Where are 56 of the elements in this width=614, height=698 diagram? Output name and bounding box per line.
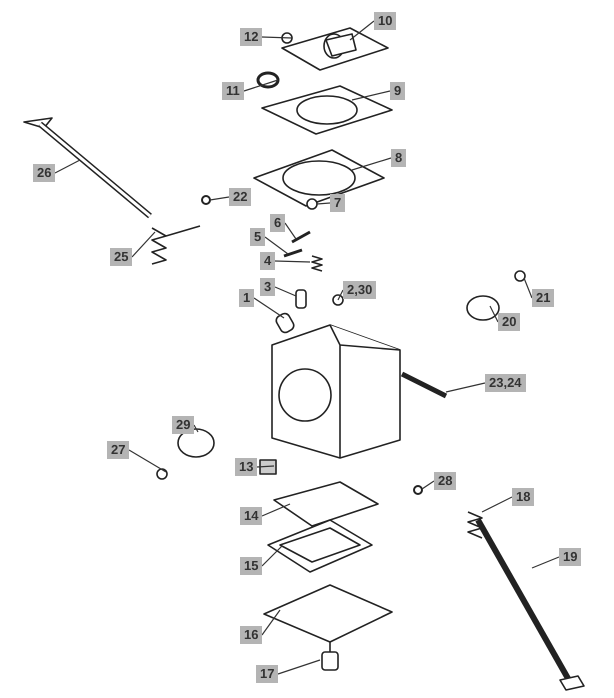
leader-line [210, 196, 230, 201]
leader-line [193, 424, 199, 432]
leader-line [482, 496, 512, 513]
callout-number: 16 [240, 626, 262, 644]
callout-number: 23,24 [485, 374, 526, 392]
callout-number: 1 [239, 289, 254, 307]
callout-number: 25 [110, 248, 132, 266]
leader-line [262, 610, 280, 636]
leader-line [262, 36, 292, 39]
callout-number: 10 [374, 12, 396, 30]
callout-number: 13 [235, 458, 258, 476]
leader-line [274, 286, 296, 297]
callout-number: 22 [229, 188, 252, 206]
leader-line [54, 159, 80, 174]
leader-line [337, 290, 344, 300]
leader-line [264, 236, 288, 254]
leader-line [446, 382, 486, 393]
callout-number: 29 [172, 416, 194, 434]
leader-line [352, 90, 390, 101]
leader-line [132, 232, 156, 258]
leader-line [262, 503, 290, 517]
leader-line [316, 202, 330, 205]
leader-line [352, 157, 392, 171]
leader-line [256, 465, 274, 468]
callout-number: 6 [270, 214, 286, 232]
callout-number: 19 [559, 548, 582, 566]
callout-number: 27 [107, 441, 130, 459]
callout-number: 28 [434, 472, 456, 490]
callout-number: 12 [240, 28, 262, 46]
leader-line [532, 556, 560, 569]
leader-line [523, 278, 533, 298]
leader-line [262, 546, 282, 566]
leader-line [128, 449, 166, 473]
leader-line [278, 659, 320, 675]
leader-line [284, 222, 296, 240]
callout-number: 21 [532, 289, 554, 307]
leader-line [350, 20, 374, 40]
callout-number: 5 [250, 228, 266, 246]
leader-line [254, 298, 284, 318]
callout-number: 8 [391, 149, 406, 167]
callout-number: 11 [222, 82, 244, 100]
callout-number: 26 [33, 164, 56, 182]
leader-line [422, 480, 434, 490]
callout-number: 14 [240, 507, 262, 525]
callout-number: 18 [512, 488, 534, 506]
leader-line [489, 306, 499, 322]
callout-number: 20 [498, 313, 520, 331]
callout-number: 2,30 [343, 281, 376, 299]
callout-number: 9 [390, 82, 406, 100]
callout-number: 4 [260, 252, 276, 270]
callout-number: 15 [240, 557, 262, 575]
callout-number: 3 [260, 278, 276, 296]
leader-line [274, 260, 310, 263]
callout-number: 17 [256, 665, 278, 683]
callout-number: 7 [330, 194, 346, 212]
leader-line [244, 79, 278, 92]
